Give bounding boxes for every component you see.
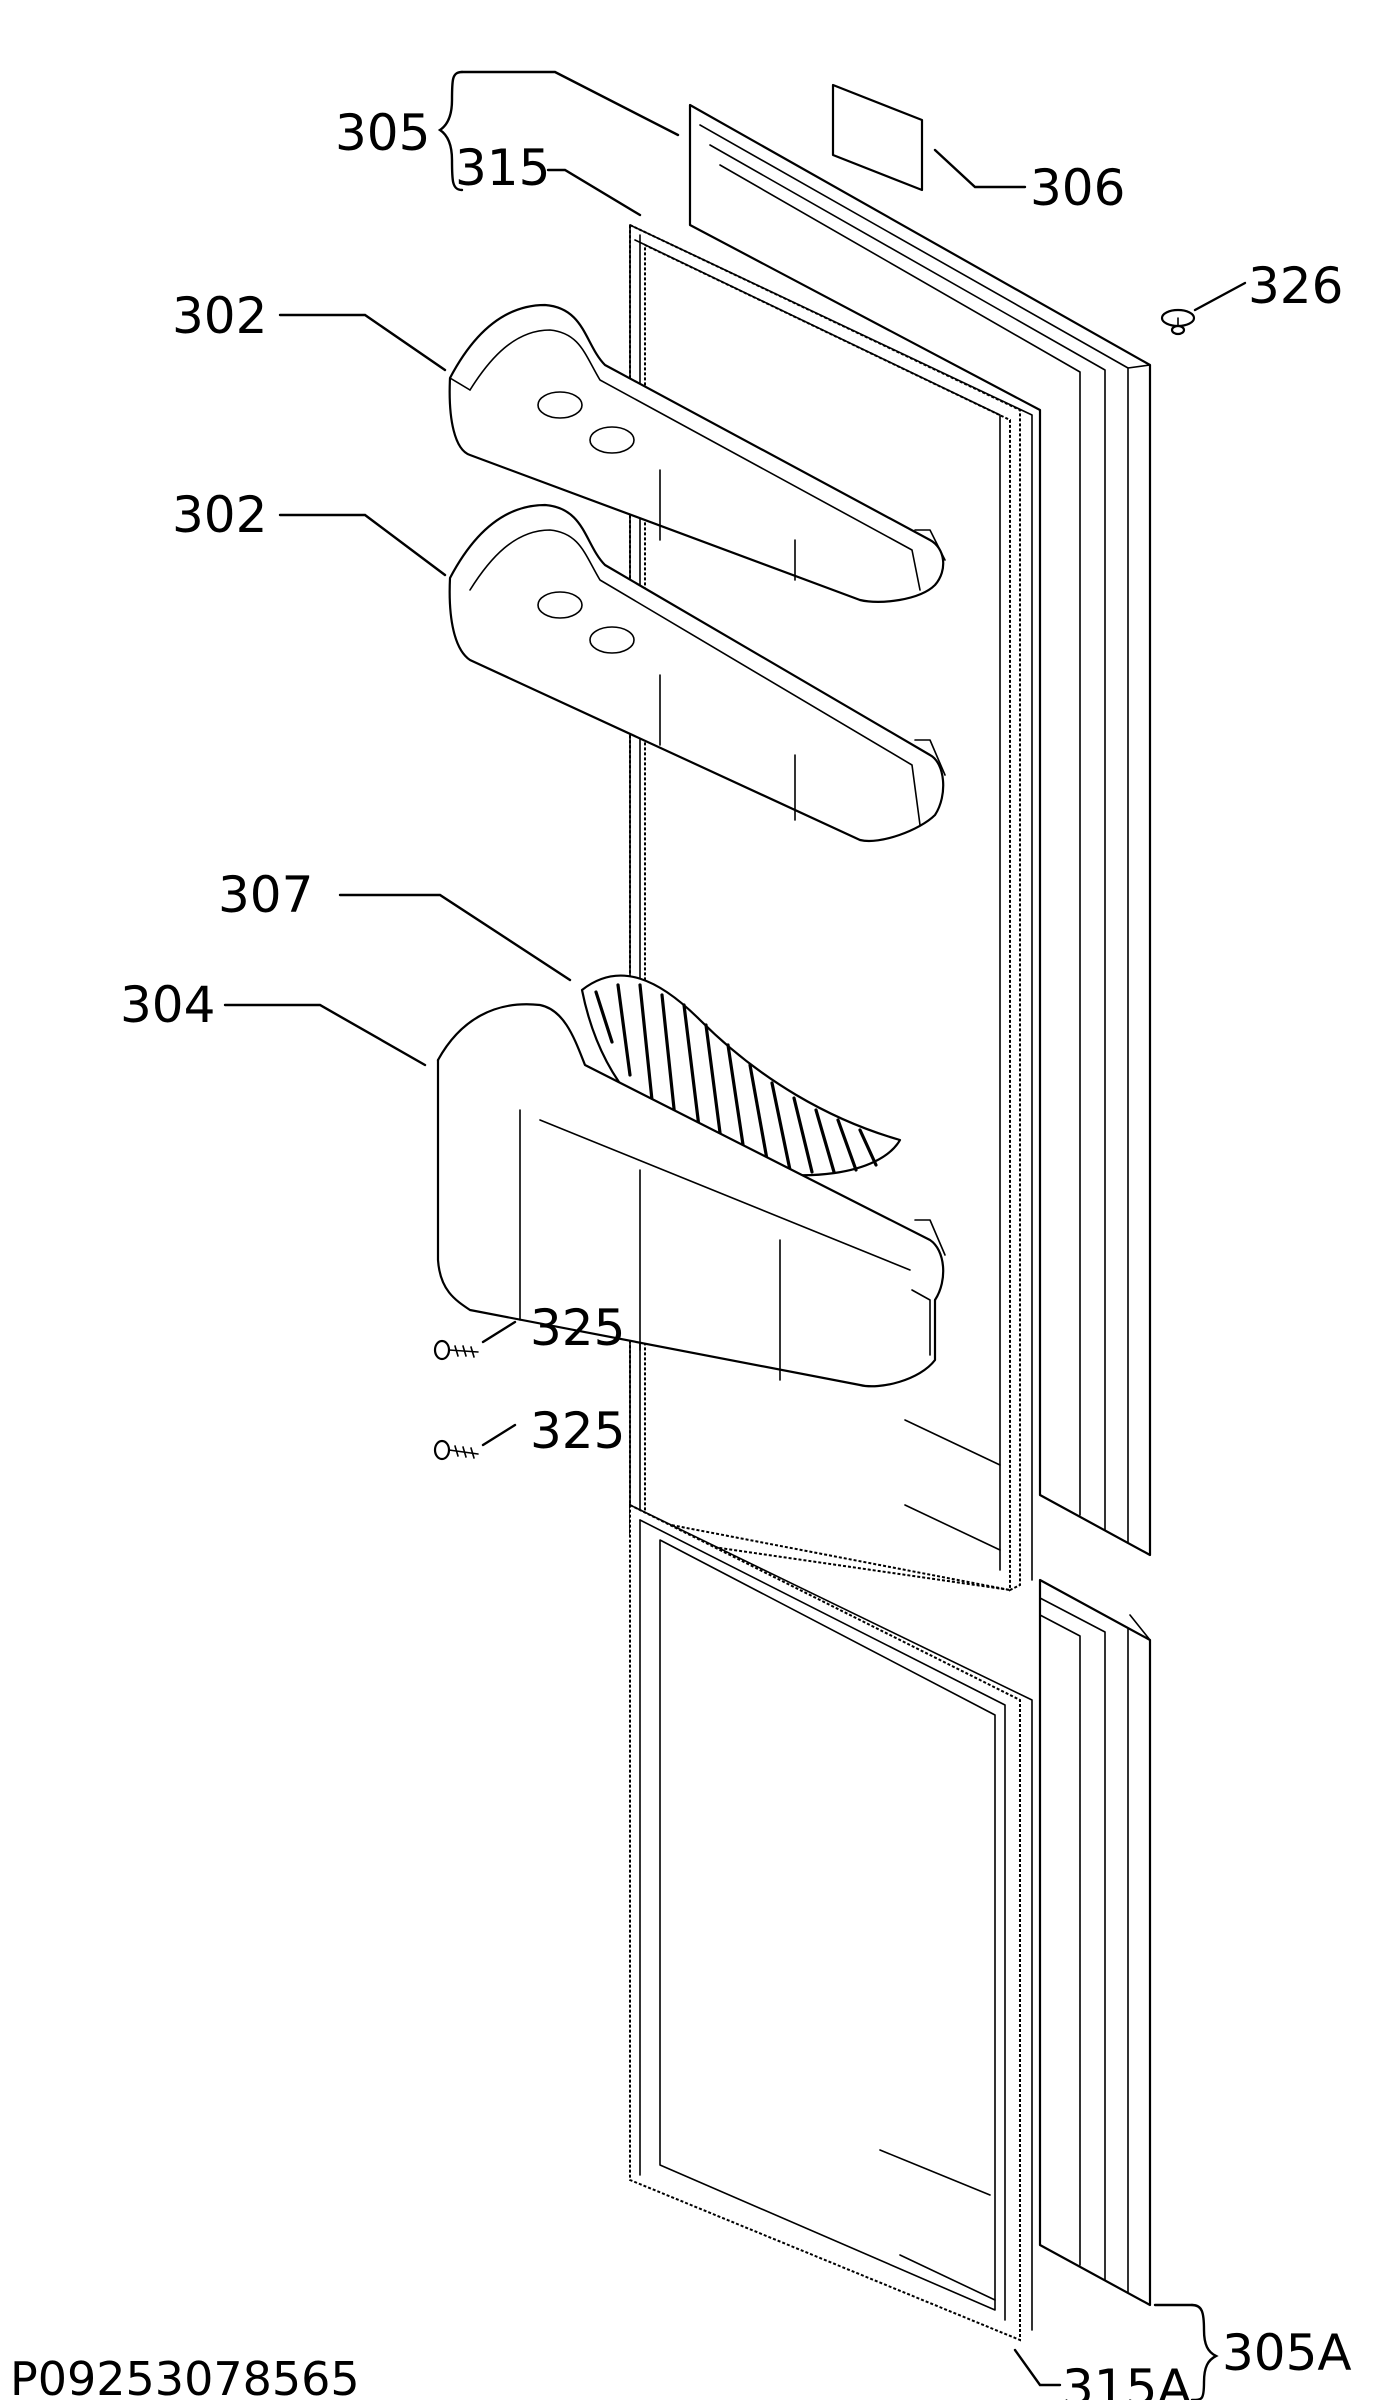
bottle-shelf-304 xyxy=(436,1003,946,1388)
label-plate-306 xyxy=(831,83,924,192)
callout-325-upper: 325 xyxy=(530,1299,625,1357)
callout-315: 315 xyxy=(455,139,550,197)
lower-gasket xyxy=(629,1503,1033,2342)
door-shelf-302-upper xyxy=(448,303,946,603)
screw-325-lower xyxy=(433,1439,479,1461)
screw-cap-326 xyxy=(1160,308,1196,336)
callout-325-lower: 325 xyxy=(530,1402,625,1460)
callout-302-upper: 302 xyxy=(172,287,267,345)
callout-304: 304 xyxy=(120,976,215,1034)
callout-315A: 315A xyxy=(1062,2359,1192,2400)
leader-lines xyxy=(223,70,1247,2400)
callout-326: 326 xyxy=(1248,257,1343,315)
callout-302-lower: 302 xyxy=(172,486,267,544)
callout-307: 307 xyxy=(218,866,313,924)
door-shelf-302-lower xyxy=(448,503,946,843)
document-code: P09253078565 xyxy=(10,2352,360,2400)
callout-306: 306 xyxy=(1030,159,1125,217)
lower-door-panel xyxy=(1038,1578,1152,2307)
callout-305A: 305A xyxy=(1222,2324,1352,2382)
callout-305: 305 xyxy=(335,104,430,162)
upper-door-panel xyxy=(688,103,1152,1557)
screw-325-upper xyxy=(433,1339,479,1361)
